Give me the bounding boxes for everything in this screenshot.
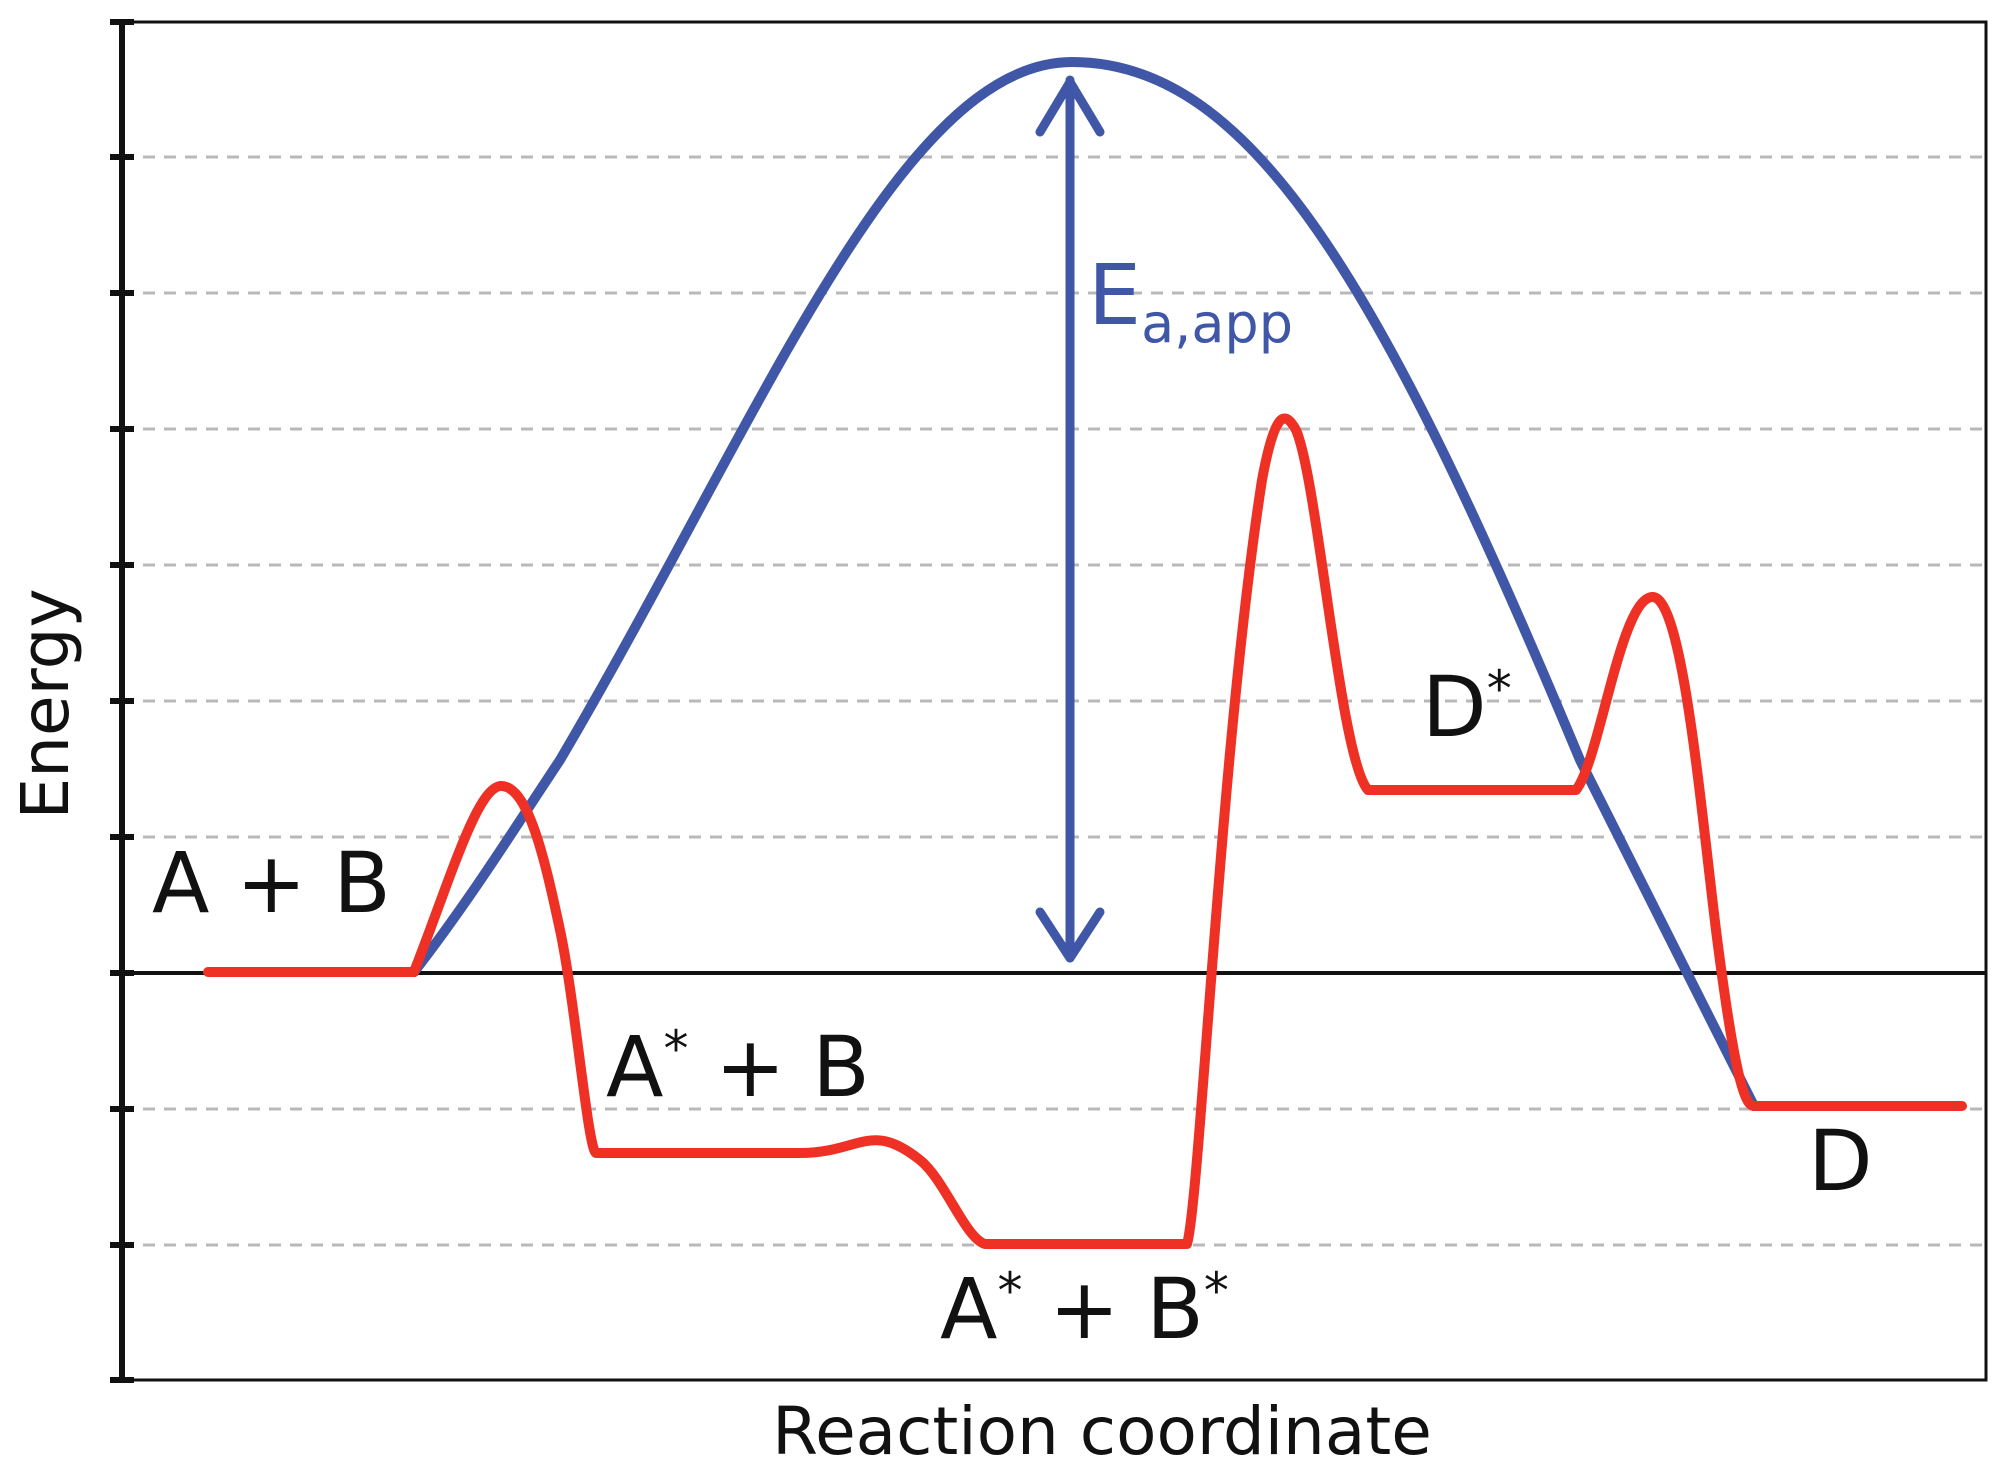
label-rest: + B xyxy=(688,1018,869,1116)
activation-energy-label: Ea,app xyxy=(1088,246,1293,355)
uncatalyzed-path xyxy=(409,57,1759,1111)
label-base: A xyxy=(606,1018,663,1116)
catalytic-path xyxy=(203,413,1967,1249)
ea-subscript: a,app xyxy=(1141,292,1293,355)
energy-axis-ticks xyxy=(110,19,134,1383)
label-base: D xyxy=(1422,658,1487,756)
activation-energy-arrow xyxy=(1035,75,1105,963)
label-base: D xyxy=(1808,1112,1873,1210)
label-base: A xyxy=(940,1260,997,1358)
arrow-head-down xyxy=(1035,907,1105,963)
label-rest: + B xyxy=(1022,1260,1203,1358)
species-label-a-plus-b: A + B xyxy=(152,834,391,932)
label-star: * xyxy=(1487,660,1512,718)
species-label-d-star: D* xyxy=(1422,658,1512,756)
grid-lines xyxy=(122,155,1986,1247)
species-label-a-star-plus-b-star: A* + B* xyxy=(940,1260,1229,1358)
y-axis-title: Energy xyxy=(7,588,84,819)
label-star-2: * xyxy=(1204,1262,1229,1320)
label-base: A xyxy=(152,834,209,932)
arrow-head-up xyxy=(1035,77,1105,137)
label-star: * xyxy=(663,1020,688,1078)
ea-symbol: E xyxy=(1088,246,1141,344)
x-axis-title: Reaction coordinate xyxy=(772,1393,1432,1470)
species-label-a-star-plus-b: A* + B xyxy=(606,1018,870,1116)
label-star: * xyxy=(997,1262,1022,1320)
species-label-d: D xyxy=(1808,1112,1873,1210)
label-rest: + B xyxy=(209,834,390,932)
